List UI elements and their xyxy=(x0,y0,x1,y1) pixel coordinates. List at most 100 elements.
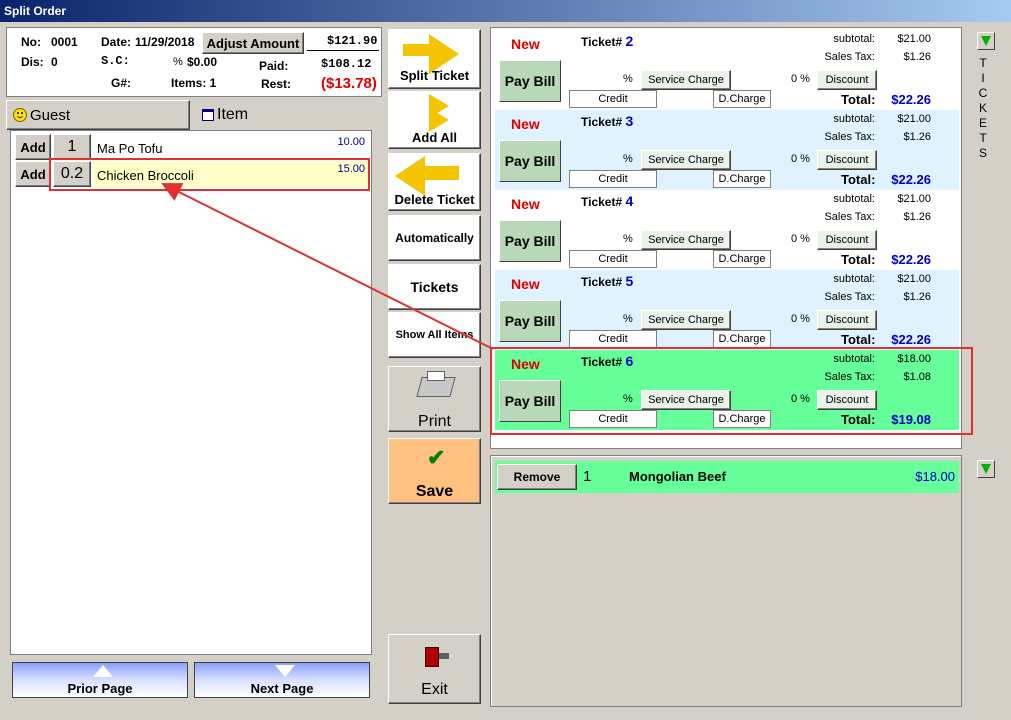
ticket-number-label: Ticket# xyxy=(581,275,623,289)
split-ticket-button[interactable]: Split Ticket xyxy=(388,29,481,89)
detail-item-price: $18.00 xyxy=(915,469,955,484)
rest-label: Rest: xyxy=(261,77,292,91)
service-charge-button[interactable]: Service Charge xyxy=(641,230,731,250)
subtotal-value: $21.00 xyxy=(897,193,931,205)
discount-button[interactable]: Discount xyxy=(817,70,877,90)
dcharge-button[interactable]: D.Charge xyxy=(713,170,771,188)
prior-page-button[interactable]: Prior Page xyxy=(12,662,188,698)
credit-button[interactable]: Credit xyxy=(569,250,657,268)
print-button[interactable]: Print xyxy=(388,366,481,432)
add-item-button[interactable]: Add xyxy=(15,134,51,160)
scroll-tickets-down-icon[interactable] xyxy=(977,32,995,50)
service-charge-label: S.C: xyxy=(101,54,130,68)
credit-button[interactable]: Credit xyxy=(569,90,657,108)
order-info-panel: No: 0001 Date: 11/29/2018 Adjust Amount … xyxy=(6,27,382,97)
remove-button[interactable]: Remove xyxy=(497,464,577,490)
service-charge-amount: $0.00 xyxy=(187,55,218,69)
ticket-number-value: 5 xyxy=(625,273,634,289)
dcharge-button[interactable]: D.Charge xyxy=(713,410,771,428)
order-no-label: No: xyxy=(21,35,41,49)
checkmark-icon: ✔ xyxy=(427,445,446,470)
sales-tax-value: $1.26 xyxy=(903,131,931,143)
service-charge-button[interactable]: Service Charge xyxy=(641,70,731,90)
automatically-button[interactable]: Automatically xyxy=(388,215,481,261)
service-charge-button[interactable]: Service Charge xyxy=(641,310,731,330)
arrow-right-icon xyxy=(429,34,459,74)
pay-bill-button[interactable]: Pay Bill xyxy=(499,140,561,182)
tab-guest[interactable]: Guest xyxy=(6,100,190,130)
paid-value: $108.12 xyxy=(321,57,372,71)
dcharge-button[interactable]: D.Charge xyxy=(713,250,771,268)
item-qty[interactable]: 0.2 xyxy=(53,161,91,187)
next-page-button[interactable]: Next Page xyxy=(194,662,370,698)
service-charge-pct: % xyxy=(623,73,633,85)
item-price: 10.00 xyxy=(337,136,365,148)
dcharge-button[interactable]: D.Charge xyxy=(713,330,771,348)
order-no-value: 0001 xyxy=(51,35,78,49)
subtotal-label: subtotal: xyxy=(833,273,875,285)
ticket-number-label: Ticket# xyxy=(581,115,623,129)
pay-bill-button[interactable]: Pay Bill xyxy=(499,220,561,262)
pay-bill-button[interactable]: Pay Bill xyxy=(499,300,561,342)
smiley-icon xyxy=(13,108,27,122)
credit-button[interactable]: Credit xyxy=(569,410,657,428)
item-qty[interactable]: 1 xyxy=(53,134,91,160)
dcharge-button[interactable]: D.Charge xyxy=(713,90,771,108)
tickets-button[interactable]: Tickets xyxy=(388,264,481,310)
sales-tax-label: Sales Tax: xyxy=(824,211,875,223)
ticket-number: Ticket# 3 xyxy=(581,113,633,129)
add-item-button[interactable]: Add xyxy=(15,161,51,187)
subtotal-value: $21.00 xyxy=(897,33,931,45)
save-button[interactable]: ✔ Save xyxy=(388,438,481,504)
arrow-left-icon xyxy=(395,156,425,196)
delete-ticket-button[interactable]: Delete Ticket xyxy=(388,153,481,211)
list-item: Add 0.2 Chicken Broccoli 15.00 xyxy=(15,161,369,187)
sales-tax-label: Sales Tax: xyxy=(824,291,875,303)
ticket-new-badge: New xyxy=(511,276,540,292)
discount-button[interactable]: Discount xyxy=(817,310,877,330)
credit-button[interactable]: Credit xyxy=(569,170,657,188)
credit-button[interactable]: Credit xyxy=(569,330,657,348)
total-value: $22.26 xyxy=(891,172,931,187)
subtotal-label: subtotal: xyxy=(833,33,875,45)
sales-tax-label: Sales Tax: xyxy=(824,51,875,63)
service-charge-button[interactable]: Service Charge xyxy=(641,150,731,170)
service-charge-button[interactable]: Service Charge xyxy=(641,390,731,410)
pay-bill-button[interactable]: Pay Bill xyxy=(499,60,561,102)
ticket-number: Ticket# 2 xyxy=(581,33,633,49)
selected-item-highlight xyxy=(49,158,370,191)
tab-item[interactable]: Item xyxy=(192,100,382,130)
discount-button[interactable]: Discount xyxy=(817,150,877,170)
exit-button[interactable]: Exit xyxy=(388,634,481,704)
discount-button[interactable]: Discount xyxy=(817,230,877,250)
scroll-detail-down-icon[interactable] xyxy=(977,460,995,478)
item-name[interactable]: Chicken Broccoli 15.00 xyxy=(93,161,369,187)
discount-button[interactable]: Discount xyxy=(817,390,877,410)
save-label: Save xyxy=(415,483,454,500)
show-all-items-button[interactable]: Show All Items xyxy=(388,312,481,358)
discount-pct: 0 % xyxy=(791,233,810,245)
print-label: Print xyxy=(418,413,451,430)
sales-tax-label: Sales Tax: xyxy=(824,131,875,143)
discount-label: Dis: xyxy=(21,55,44,69)
detail-item-name: Mongolian Beef xyxy=(629,469,726,484)
window-icon xyxy=(202,109,214,121)
service-charge-pct: % xyxy=(623,153,633,165)
pay-bill-button[interactable]: Pay Bill xyxy=(499,380,561,422)
item-name-text: Chicken Broccoli xyxy=(97,168,194,183)
add-all-button[interactable]: Add All xyxy=(388,91,481,149)
adjust-amount-button[interactable]: Adjust Amount xyxy=(202,32,304,54)
total-label: Total: xyxy=(841,172,876,187)
total-value: $22.26 xyxy=(891,252,931,267)
item-price: 15.00 xyxy=(337,163,365,175)
service-charge-pct: % xyxy=(623,313,633,325)
subtotal-value: $21.00 xyxy=(897,273,931,285)
